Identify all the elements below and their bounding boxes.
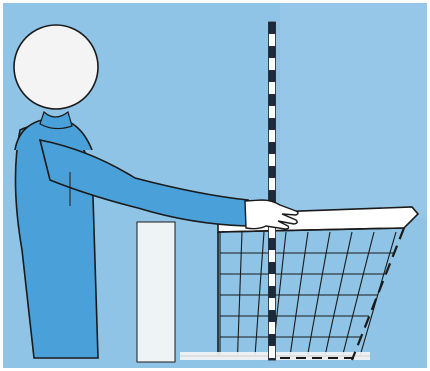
antenna-stripe [269, 286, 276, 298]
antenna-stripe [269, 358, 276, 360]
antenna-stripe [269, 70, 276, 82]
antenna-stripe [269, 118, 276, 130]
net-post [137, 222, 175, 362]
antenna-stripe [269, 238, 276, 250]
antenna-stripe [269, 22, 276, 34]
antenna-stripe [269, 166, 276, 178]
antenna-stripe [269, 262, 276, 274]
antenna-stripe [269, 46, 276, 58]
antenna-stripe [269, 334, 276, 346]
net-antenna-icon [269, 22, 276, 360]
antenna-stripe [269, 310, 276, 322]
antenna-stripe [269, 142, 276, 154]
figure-head [14, 25, 98, 109]
lighter-wall-area [280, 3, 427, 218]
antenna-stripe [269, 94, 276, 106]
